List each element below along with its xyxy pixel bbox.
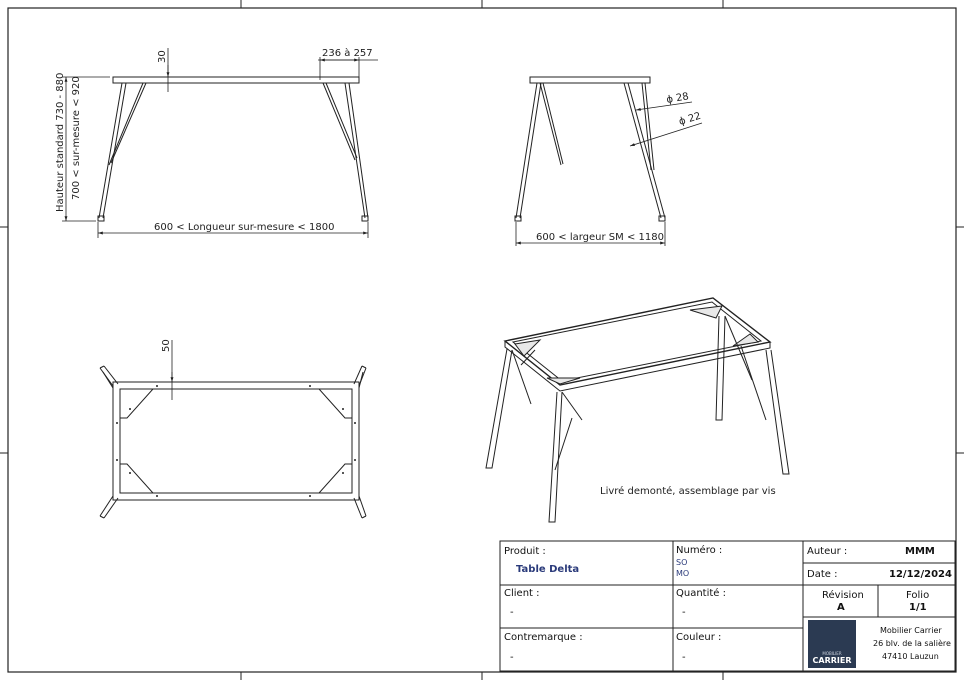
front-dim-leg-offset: 236 à 257	[322, 47, 373, 59]
auteur-value: MMM	[905, 546, 935, 557]
company-logo	[808, 620, 856, 668]
client-label: Client :	[504, 588, 540, 599]
auteur-label: Auteur :	[807, 546, 848, 557]
logo-small-text: MOBILIER	[822, 651, 841, 656]
date-label: Date :	[807, 569, 838, 580]
front-dim-height-standard: Hauteur standard 730 - 880	[55, 73, 66, 212]
side-dim-width: 600 < largeur SM < 1180	[536, 232, 664, 243]
date-value: 12/12/2024	[889, 569, 952, 580]
revision-value: A	[837, 602, 845, 613]
company-name: Mobilier Carrier	[880, 626, 942, 635]
folio-value: 1/1	[909, 602, 927, 613]
front-view	[62, 48, 378, 238]
produit-value: Table Delta	[516, 564, 580, 575]
numero-so: SO	[676, 558, 688, 567]
iso-caption: Livré demonté, assemblage par vis	[600, 485, 776, 497]
contremarque-value: -	[510, 652, 514, 663]
quantite-label: Quantité :	[676, 588, 726, 599]
iso-view	[485, 297, 790, 523]
side-dim-diam-28: ϕ 28	[666, 91, 690, 106]
company-address-1: 26 blv. de la salière	[873, 639, 951, 648]
logo-main-text: CARRIER	[813, 656, 852, 665]
front-dim-length: 600 < Longueur sur-mesure < 1800	[154, 222, 334, 233]
side-view	[514, 76, 703, 246]
client-value: -	[510, 607, 514, 618]
top-dim-frame: 50	[161, 339, 172, 352]
company-address-2: 47410 Lauzun	[882, 652, 939, 661]
couleur-value: -	[682, 652, 686, 663]
contremarque-label: Contremarque :	[504, 632, 583, 643]
top-view	[99, 340, 367, 519]
top-view-screw-holes	[116, 385, 356, 497]
title-block-grid	[499, 540, 956, 672]
numero-label: Numéro :	[676, 545, 723, 556]
front-dim-thickness: 30	[157, 50, 168, 63]
front-dim-height-custom: 700 < sur-mesure < 920	[71, 76, 82, 200]
folio-label: Folio	[906, 590, 930, 601]
quantite-value: -	[682, 607, 686, 618]
produit-label: Produit :	[504, 546, 546, 557]
revision-label: Révision	[822, 590, 864, 601]
couleur-label: Couleur :	[676, 632, 722, 643]
numero-mo: MO	[676, 569, 690, 578]
